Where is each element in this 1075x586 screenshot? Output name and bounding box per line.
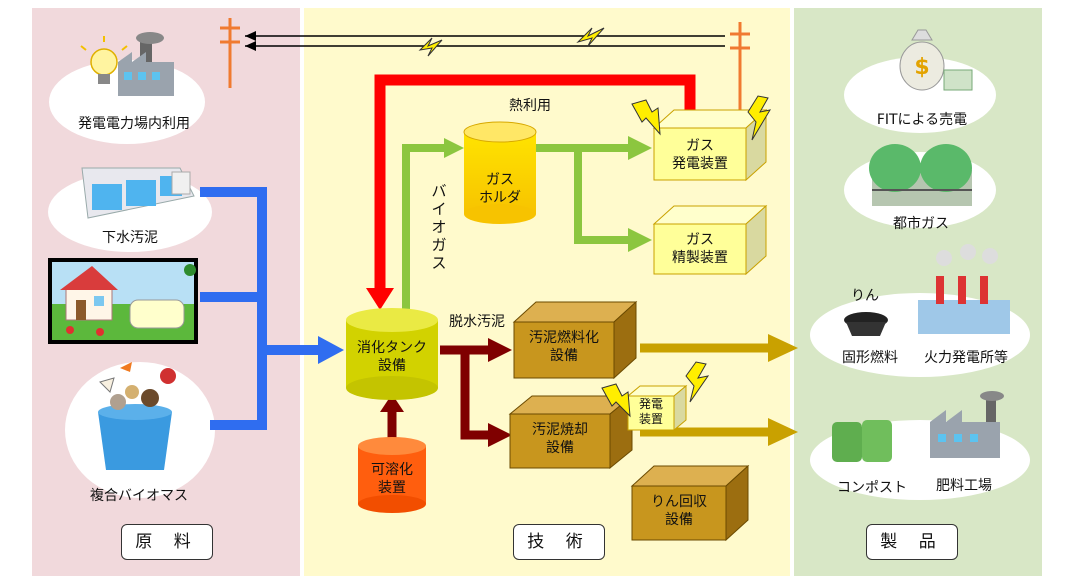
raw-input-arrows (200, 187, 320, 430)
gas-holder (463, 121, 537, 224)
solubilizer-arrowhead (380, 394, 404, 412)
panel-label-raw: 原 料 (121, 524, 213, 560)
phosphorus-label-line1: りん回収 (651, 494, 707, 510)
digester-label-line1: 消化タンク (357, 340, 427, 356)
money-bag-icon: $ (899, 29, 973, 91)
gas-refiner-label-line2: 精製装置 (672, 250, 728, 266)
sludge-arrowhead-fuel (488, 338, 512, 362)
incin-generator-label-line1: 発電 (638, 397, 663, 411)
coal-cart-icon (844, 312, 888, 336)
biogas-arrowhead-gen (628, 136, 652, 160)
lightning-icon (747, 95, 772, 141)
solid-fuel-label: 固形燃料 (842, 350, 898, 366)
fertilizer-factory-label: 肥料工場 (936, 478, 992, 494)
biogas-arrowhead-refine (628, 228, 652, 252)
biogas-label: バイオガス (431, 182, 447, 272)
power-use-label: 発電電力場内利用 (78, 116, 190, 132)
factory-icon (930, 391, 1004, 458)
digester-tank (346, 308, 438, 400)
sludge-arrowhead-incin (488, 423, 512, 447)
power-plant-icon (918, 244, 1010, 334)
sludge-fuel-label-line2: 設備 (550, 348, 578, 364)
incin-generator-box (626, 384, 688, 432)
mixed-biomass-label: 複合バイオマス (90, 488, 188, 504)
sludge-arrows (387, 345, 490, 440)
thermal-plant-label: 火力発電所等 (924, 350, 1008, 366)
lightning-icon (418, 37, 443, 57)
dewatered-sludge-label: 脱水汚泥 (449, 314, 505, 330)
power-lines (245, 31, 725, 51)
incineration-box (508, 394, 634, 470)
sludge-fuel-box (512, 300, 638, 380)
bucket-icon (98, 362, 176, 470)
compost-label: コンポスト (837, 480, 907, 496)
incin-generator-label-line2: 装置 (638, 412, 663, 426)
house-frame (48, 258, 198, 344)
heat-use-label: 熱利用 (509, 98, 551, 114)
sewage-tank-icon (81, 167, 195, 219)
solubilizer-label-line2: 装置 (378, 480, 406, 496)
phosphorus-box (630, 464, 750, 542)
compost-bin-icon (832, 420, 892, 462)
incineration-label-line2: 設備 (546, 440, 574, 456)
digester-label-line2: 設備 (378, 358, 406, 374)
house-icon (60, 266, 118, 321)
lightning-icon (601, 383, 631, 418)
incineration-label-line1: 汚泥焼却 (532, 422, 588, 438)
sludge-fuel-label-line1: 汚泥燃料化 (529, 330, 599, 346)
gas-generator-label-line2: 発電装置 (672, 156, 728, 172)
gas-refiner-box (652, 204, 768, 276)
raw-input-arrowhead (318, 336, 344, 364)
fit-label: FITによる売電 (876, 112, 968, 128)
product-arrowhead-incin (768, 418, 798, 446)
lightbulb-icon (80, 36, 128, 84)
product-arrowhead-fuel (768, 334, 798, 362)
utility-pole-icon (220, 18, 240, 88)
tank-icon (129, 299, 185, 329)
gas-generator-label-line1: ガス (686, 138, 714, 154)
panel-label-product: 製 品 (866, 524, 958, 560)
gas-holder-label-line1: ガス (486, 172, 514, 188)
lightning-icon (631, 99, 661, 136)
phosphorus-product-label: りん (851, 288, 879, 304)
lightning-icon (576, 27, 605, 47)
gas-holder-label-line2: ホルダ (479, 190, 521, 206)
solubilizer-label-line1: 可溶化 (371, 462, 413, 478)
heat-arrow (374, 74, 696, 290)
sewage-sludge-label: 下水汚泥 (102, 230, 158, 246)
factory-icon (118, 32, 174, 96)
product-arrows (640, 343, 770, 437)
svg-text:$: $ (914, 55, 929, 80)
phosphorus-label-line2: 設備 (665, 512, 693, 528)
utility-pole-icon (730, 22, 750, 112)
city-gas-label: 都市ガス (893, 216, 949, 232)
lightning-icon (685, 361, 710, 403)
solubilizer-tank (358, 437, 426, 513)
gas-tank-icon (869, 144, 972, 206)
gas-generator-box (652, 108, 768, 182)
heat-arrowhead (366, 288, 394, 310)
gas-refiner-label-line1: ガス (686, 232, 714, 248)
biogas-arrowhead-holder (444, 138, 464, 158)
biogas-arrows (402, 144, 630, 318)
panel-label-tech: 技 術 (513, 524, 605, 560)
